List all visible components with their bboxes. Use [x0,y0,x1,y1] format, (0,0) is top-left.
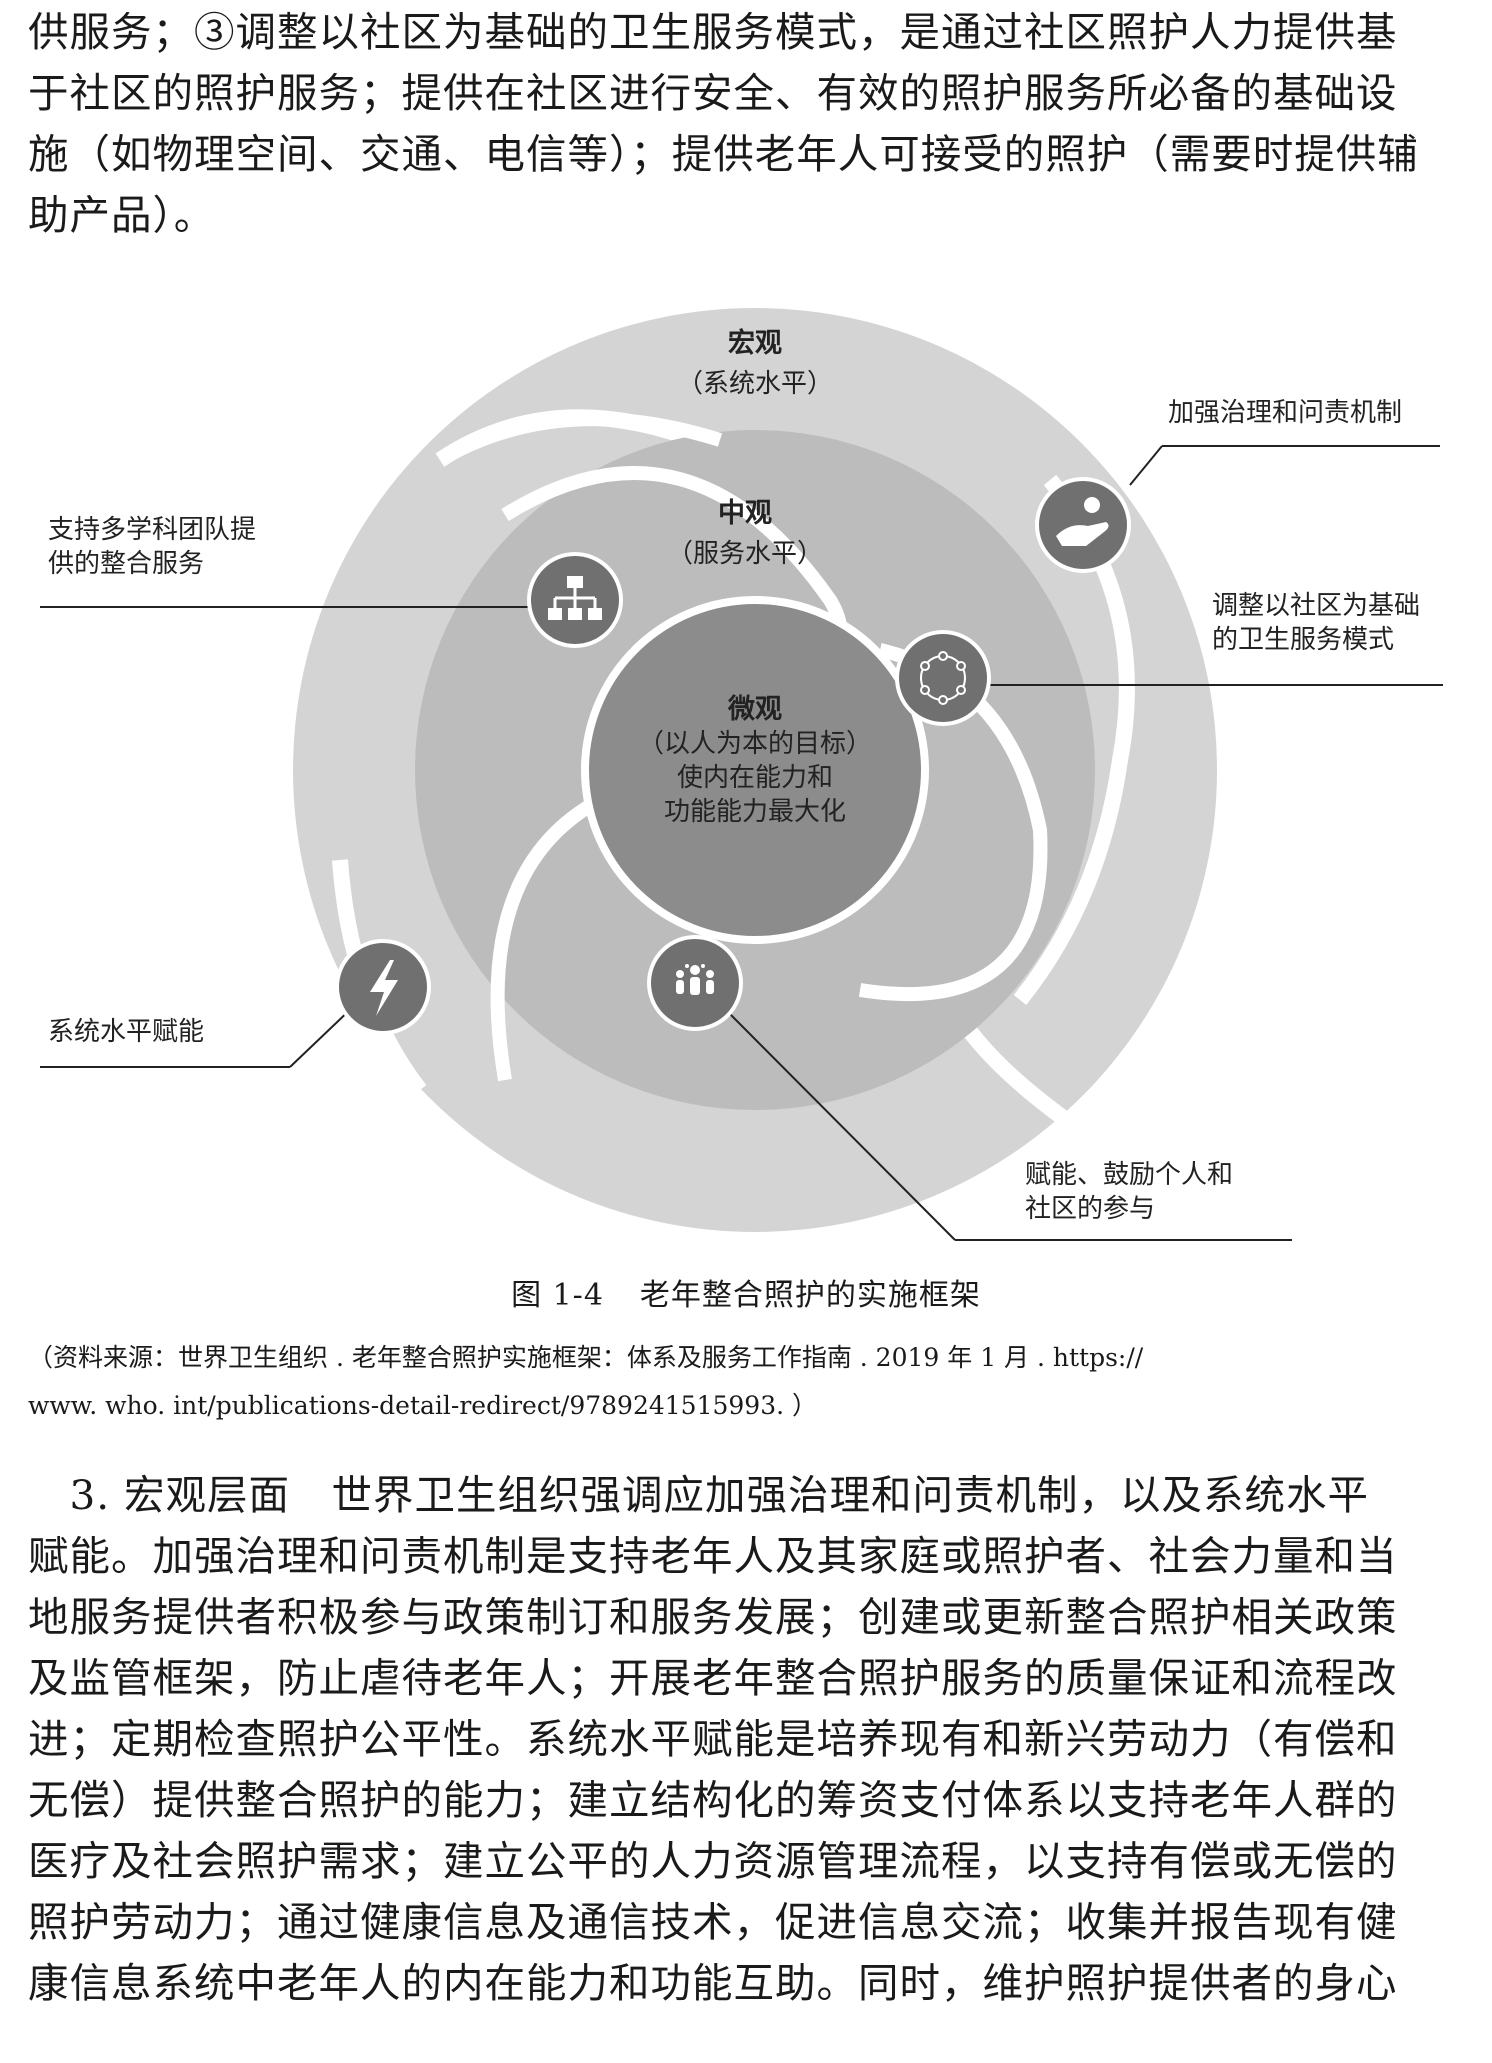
micro-line2: 使内在能力和 [677,763,833,793]
meso-subtitle: （服务水平） [667,539,823,569]
source-line2: www. who. int/publications-detail-redire… [28,1391,817,1420]
top-paragraph: 供服务；③调整以社区为基础的卫生服务模式，是通过社区照护人力提供基 于社区的照护… [28,2,1463,246]
callout-line: 支持多学科团队提 [48,515,257,545]
figure-caption: 图 1-4 老年整合照护的实施框架 [0,1270,1492,1314]
callout-engagement: 赋能、鼓励个人和 社区的参与 [1025,1158,1233,1226]
callout-line: 的卫生服务模式 [1212,625,1395,655]
text-line: 医疗及社会照护需求；建立公平的人力资源管理流程，以支持有偿或无偿的 [28,1837,1398,1885]
network-circle-icon [895,630,991,726]
callout-line: 调整以社区为基础 [1212,591,1421,621]
text-line: 无偿）提供整合照护的能力；建立结构化的筹资支付体系以支持老年人群的 [28,1776,1398,1824]
text-line: 施（如物理空间、交通、电信等）；提供老年人可接受的照护（需要时提供辅 [28,130,1419,178]
text-line: 供服务；③调整以社区为基础的卫生服务模式，是通过社区照护人力提供基 [28,8,1398,56]
org-chart-icon [527,552,623,648]
bottom-paragraph: 3. 宏观层面 世界卫生组织强调应加强治理和问责机制，以及系统水平 赋能。加强治… [28,1465,1463,2014]
people-group-icon [647,935,743,1031]
micro-title: 微观 [727,694,782,725]
callout-line: 供的整合服务 [48,549,205,579]
text-line: 助产品）。 [28,191,216,239]
callout-governance: 加强治理和问责机制 [1168,398,1403,428]
text-line: 及监管框架，防止虐待老年人；开展老年整合照护服务的质量保证和流程改 [28,1654,1398,1702]
meso-title: 中观 [718,498,772,529]
caption-title: 老年整合照护的实施框架 [639,1278,981,1313]
callout-system-enablers: 系统水平赋能 [48,1017,205,1047]
text-line: 地服务提供者积极参与政策制订和服务发展；创建或更新整合照护相关政策 [28,1593,1398,1641]
callout-line: 赋能、鼓励个人和 [1025,1160,1234,1190]
framework-diagram: 宏观 （系统水平） 中观 （服务水平） 微观 （以人为本的目标） 使内在能力和 … [40,308,1443,1241]
macro-subtitle: （系统水平） [677,369,833,399]
callout-multidisciplinary: 支持多学科团队提 供的整合服务 [48,513,256,581]
caption-number: 图 1-4 [511,1278,604,1313]
framework-figure: 宏观 （系统水平） 中观 （服务水平） 微观 （以人为本的目标） 使内在能力和 … [0,300,1492,1260]
micro-line1: （以人为本的目标） [638,729,872,759]
callout-community-model: 调整以社区为基础 的卫生服务模式 [1212,589,1420,657]
micro-line3: 功能能力最大化 [664,797,846,827]
text-line: 进；定期检查照护公平性。系统水平赋能是培养现有和新兴劳动力（有偿和 [28,1715,1398,1763]
lightning-icon [335,939,431,1035]
swirl-line [490,793,604,1082]
text-line: 赋能。加强治理和问责机制是支持老年人及其家庭或照护者、社会力量和当 [28,1532,1398,1580]
callout-line: 社区的参与 [1025,1194,1156,1224]
micro-disc [581,596,929,944]
text-line: 照护劳动力；通过健康信息及通信技术，促进信息交流；收集并报告现有健 [28,1898,1398,1946]
source-line1: （资料来源：世界卫生组织 . 老年整合照护实施框架：体系及服务工作指南 . 20… [28,1343,1144,1372]
text-line: 3. 宏观层面 世界卫生组织强调应加强治理和问责机制，以及系统水平 [28,1471,1370,1519]
hand-heart-icon [1035,477,1131,573]
macro-title: 宏观 [728,327,782,359]
text-line: 于社区的照护服务；提供在社区进行安全、有效的照护服务所必备的基础设 [28,69,1398,117]
text-line: 康信息系统中老年人的内在能力和功能互助。同时，维护照护提供者的身心 [28,1959,1398,2007]
